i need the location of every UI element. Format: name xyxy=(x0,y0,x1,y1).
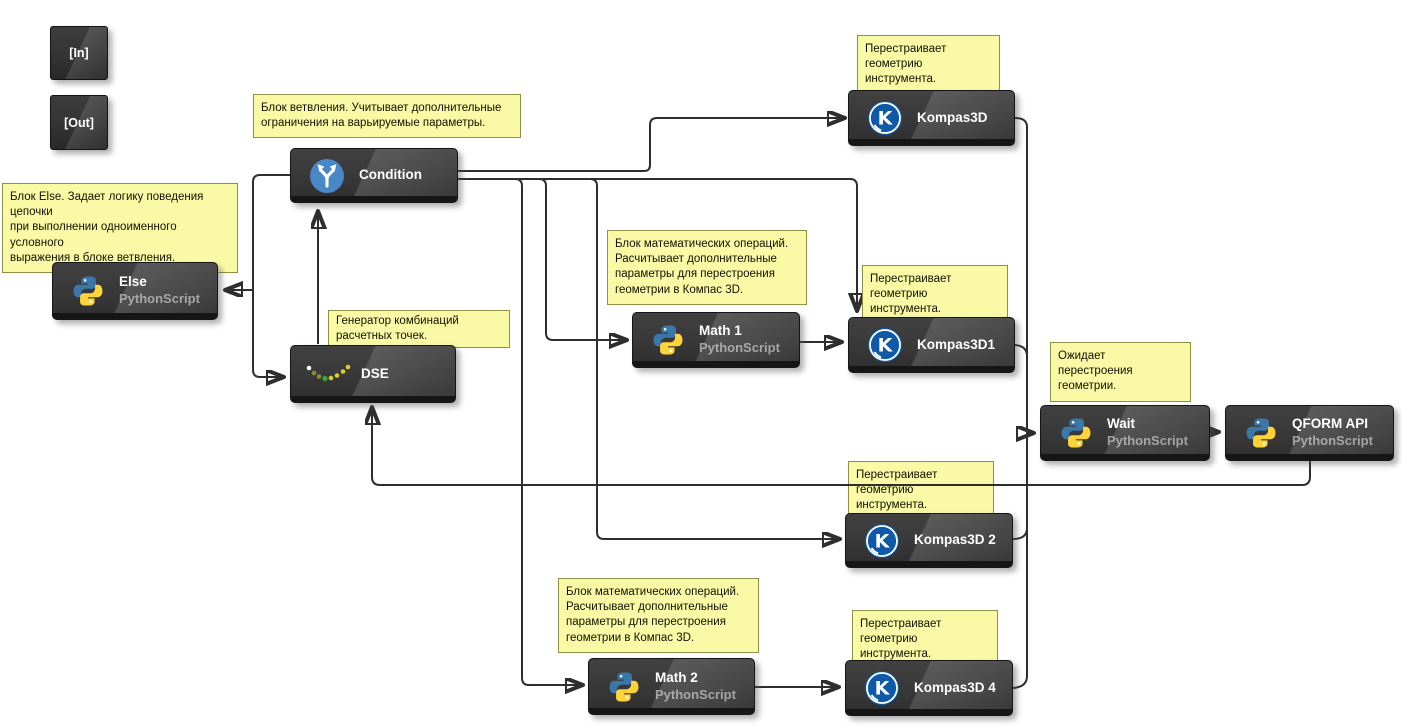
connector-qform-dse-return[interactable] xyxy=(372,408,1311,486)
node-subtitle: PythonScript xyxy=(655,686,736,702)
kompas-icon: K xyxy=(864,670,900,706)
connector-kompas3d1-bus[interactable] xyxy=(1014,344,1028,357)
connector-condition-else[interactable] xyxy=(226,174,290,290)
node-title: Kompas3D 4 xyxy=(914,679,996,695)
python-icon xyxy=(651,323,685,357)
svg-text:K: K xyxy=(878,108,894,130)
node-title: QFORM API xyxy=(1292,416,1368,432)
note-return[interactable]: Перестраивает геометрию инструмента. xyxy=(848,461,994,521)
node-title: Math 1 xyxy=(699,323,742,339)
connector-condition-math2[interactable] xyxy=(458,178,582,685)
python-icon xyxy=(607,670,641,704)
node-title: Kompas3D1 xyxy=(917,336,996,352)
node-title: Wait xyxy=(1107,416,1135,432)
connector-kompas3d2-bus[interactable] xyxy=(1012,527,1028,540)
node-qform-api[interactable]: QFORM API PythonScript xyxy=(1225,405,1394,461)
python-icon xyxy=(1059,416,1093,450)
dse-dots-icon xyxy=(305,362,351,386)
note-else[interactable]: Блок Else. Задает логику поведения цепоч… xyxy=(2,183,238,273)
note-math2[interactable]: Блок математических операций. Расчитывае… xyxy=(558,578,759,653)
node-condition[interactable]: Condition xyxy=(290,148,458,203)
kompas-icon: K xyxy=(867,100,903,136)
node-title: Else xyxy=(119,274,147,290)
node-kompas3d[interactable]: K Kompas3D xyxy=(848,90,1015,146)
connector-condition-kompas3d2[interactable] xyxy=(458,178,839,539)
node-title: Condition xyxy=(359,167,422,183)
node-title: Kompas3D xyxy=(917,109,988,125)
node-else[interactable]: Else PythonScript xyxy=(52,262,218,320)
note-kompas3d4[interactable]: Перестраивает геометрию инструмента. xyxy=(852,610,998,670)
node-math2[interactable]: Math 2 PythonScript xyxy=(588,658,755,715)
connector-kompas3d-bus[interactable] xyxy=(1014,117,1028,128)
node-subtitle: PythonScript xyxy=(699,340,780,356)
svg-text:K: K xyxy=(875,530,891,552)
node-wait[interactable]: Wait PythonScript xyxy=(1040,405,1210,461)
node-dse[interactable]: DSE xyxy=(290,345,456,403)
node-subtitle: PythonScript xyxy=(1292,433,1373,449)
port-in-label: [In] xyxy=(69,46,89,60)
note-dse[interactable]: Генератор комбинаций расчетных точек. xyxy=(328,310,510,349)
node-kompas3d2[interactable]: K Kompas3D 2 xyxy=(845,513,1013,568)
port-out[interactable]: [Out] xyxy=(50,95,108,150)
connector-condition-kompas3d1[interactable] xyxy=(458,178,857,310)
connector-condition-kompas3d[interactable] xyxy=(458,118,844,172)
note-math1[interactable]: Блок математических операций. Расчитывае… xyxy=(607,230,807,305)
node-kompas3d1[interactable]: K Kompas3D1 xyxy=(848,317,1015,373)
node-subtitle: PythonScript xyxy=(1107,433,1188,449)
note-kompas3d[interactable]: Перестраивает геометрию инструмента. xyxy=(857,35,1000,95)
port-out-label: [Out] xyxy=(64,115,94,130)
node-title: DSE xyxy=(361,365,389,381)
branch-icon xyxy=(309,158,345,194)
connector-condition-dse[interactable] xyxy=(252,290,283,377)
node-title: Kompas3D 2 xyxy=(914,532,996,548)
node-math1[interactable]: Math 1 PythonScript xyxy=(632,312,800,368)
node-subtitle: PythonScript xyxy=(119,291,200,307)
note-wait[interactable]: Ожидает перестроения геометрии. xyxy=(1050,342,1191,402)
python-icon xyxy=(71,274,105,308)
kompas-icon: K xyxy=(867,327,903,363)
svg-text:K: K xyxy=(875,678,891,700)
node-kompas3d4[interactable]: K Kompas3D 4 xyxy=(845,660,1013,716)
note-condition[interactable]: Блок ветвления. Учитывает дополнительные… xyxy=(253,94,521,139)
kompas-icon: K xyxy=(864,523,900,559)
port-in[interactable]: [In] xyxy=(50,26,108,80)
python-icon xyxy=(1244,416,1278,450)
node-title: Math 2 xyxy=(655,669,698,685)
svg-text:K: K xyxy=(878,335,894,357)
connector-kompas3d4-bus[interactable] xyxy=(1012,675,1028,689)
note-kompas3d1[interactable]: Перестраивает геометрию инструмента. xyxy=(862,265,1008,325)
